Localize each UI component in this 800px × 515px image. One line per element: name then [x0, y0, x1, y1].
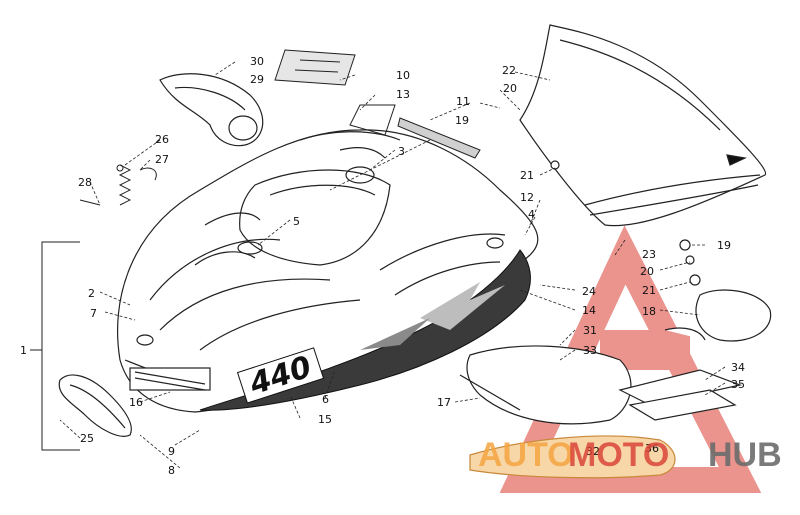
- callout-22: 22: [502, 64, 516, 77]
- vent-strip: [397, 117, 481, 159]
- callout-20-top: 20: [503, 82, 517, 95]
- callout-31: 31: [583, 324, 597, 337]
- callout-14: 14: [582, 304, 596, 317]
- callout-8: 8: [168, 464, 175, 477]
- rear-panel-parts: [459, 345, 743, 479]
- callout-13: 13: [396, 88, 410, 101]
- callout-10: 10: [396, 69, 410, 82]
- callout-30: 30: [250, 55, 264, 68]
- callout-17: 17: [437, 396, 451, 409]
- callout-32: 32: [586, 445, 600, 458]
- callout-9: 9: [168, 445, 175, 458]
- callout-1: 1: [20, 344, 27, 357]
- callout-labels: 1 2 3 4 5 6 7 8 9 10 11 12 13 14 15 16 1…: [20, 55, 745, 477]
- callout-19-right: 19: [717, 239, 731, 252]
- watermark-text: AUTO MOTO HUB: [478, 436, 782, 474]
- callout-12: 12: [520, 191, 534, 204]
- callout-24: 24: [582, 285, 596, 298]
- callout-3: 3: [398, 145, 405, 158]
- callout-6: 6: [322, 393, 329, 406]
- lower-shroud-part: [58, 374, 132, 437]
- callout-11: 11: [456, 95, 470, 108]
- watermark-auto: AUTO: [478, 436, 574, 474]
- callout-33: 33: [583, 344, 597, 357]
- hood-assembly: [117, 129, 539, 413]
- leader-lines: [59, 61, 726, 469]
- callout-20-right: 20: [640, 265, 654, 278]
- windshield: [519, 24, 767, 227]
- callout-25: 25: [80, 432, 94, 445]
- callout-28: 28: [78, 176, 92, 189]
- watermark-hub: HUB: [708, 436, 782, 474]
- top-decal-parts: [274, 49, 396, 136]
- callout-23: 23: [642, 248, 656, 261]
- callout-16: 16: [129, 396, 143, 409]
- callout-27: 27: [155, 153, 169, 166]
- callout-2: 2: [88, 287, 95, 300]
- callout-4: 4: [528, 208, 535, 221]
- callout-18: 18: [642, 305, 656, 318]
- side-decal-panel: 440: [199, 249, 531, 411]
- vent-duct-part: [159, 73, 264, 147]
- callout-19-top: 19: [455, 114, 469, 127]
- group-bracket-1: [30, 241, 80, 451]
- callout-21-right: 21: [642, 284, 656, 297]
- callout-34: 34: [731, 361, 745, 374]
- callout-15: 15: [318, 413, 332, 426]
- callout-5: 5: [293, 215, 300, 228]
- spring-hardware: [79, 164, 157, 206]
- callout-21-top: 21: [520, 169, 534, 182]
- callout-7: 7: [90, 307, 97, 320]
- callout-26: 26: [155, 133, 169, 146]
- callout-29: 29: [250, 73, 264, 86]
- watermark-moto: MOTO: [568, 436, 669, 474]
- callout-35: 35: [731, 378, 745, 391]
- callout-36: 36: [645, 442, 659, 455]
- side-mirror-part: [550, 160, 772, 342]
